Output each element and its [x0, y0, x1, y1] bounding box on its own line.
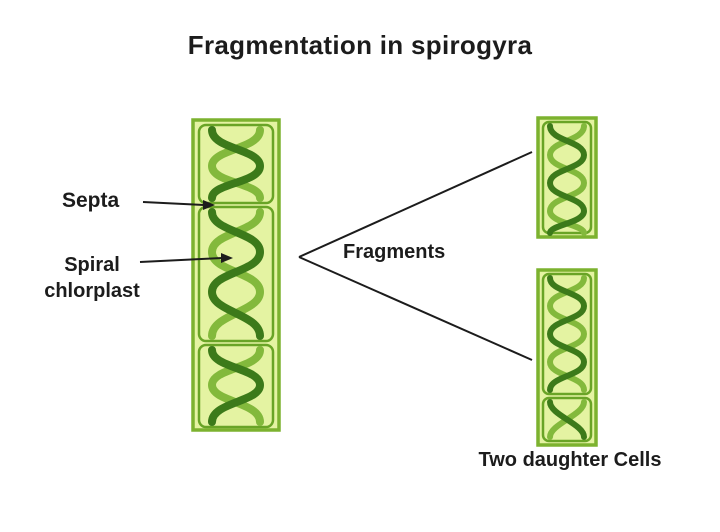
spiral-strand-dark [546, 123, 588, 236]
spiral-strand-light [207, 126, 264, 202]
septa-pointer [142, 200, 215, 210]
daughter-cells-label: Two daughter Cells [478, 449, 662, 471]
spiral-strand-light [207, 346, 264, 426]
fragment-connector-bottom [298, 256, 533, 361]
top-fragment-cell [541, 120, 593, 235]
spiral-strand-dark [208, 346, 265, 426]
spiral-chloroplast-graphic-bottom [207, 346, 265, 426]
bottom-fragment-cell-upper [541, 272, 593, 396]
septa-label: Septa [62, 189, 120, 212]
bottom-fragment-wall [536, 268, 598, 447]
spiral-chloroplast-graphic-top [207, 126, 265, 202]
main-cell-bottom [197, 343, 275, 429]
chloroplast-pointer-arrowhead [221, 253, 233, 263]
spiral-strand-light [546, 275, 588, 393]
bottom-fragment [536, 268, 598, 447]
main-filament [191, 118, 281, 432]
septa-pointer-arrowhead [203, 200, 215, 210]
fragments-label: Fragments [343, 241, 446, 263]
spiral-chloroplast-graphic-middle [207, 208, 265, 340]
diagram-title: Fragmentation in spirogyra [187, 30, 533, 60]
spiral-strand-dark [547, 399, 587, 440]
spiral-strand-dark [208, 126, 265, 202]
chloroplast-pointer-line [139, 257, 223, 263]
septa-pointer-line [142, 201, 205, 206]
spiral-chloroplast-label: Spiral chlorplast [44, 254, 140, 302]
spiral-strand-dark [546, 275, 588, 393]
bottom-fragment-cell-lower [541, 396, 593, 443]
top-fragment [536, 116, 598, 239]
spiral-strand-dark [207, 208, 265, 340]
main-cell-middle [197, 205, 275, 343]
main-cell-top [197, 123, 275, 205]
fragment-connector-top [298, 151, 533, 258]
top-fragment-wall [536, 116, 598, 239]
spiral-strand-light [546, 123, 588, 236]
chloroplast-pointer [139, 253, 233, 263]
